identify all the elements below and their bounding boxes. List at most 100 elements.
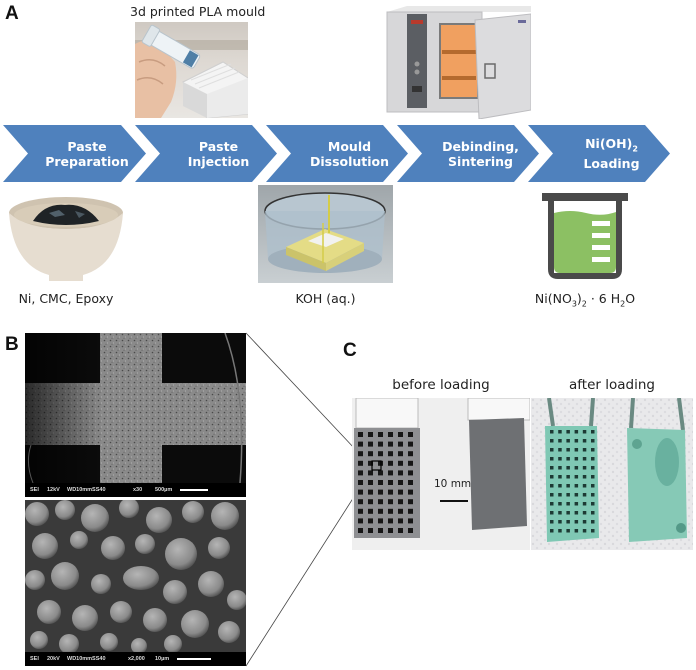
panel-label-a: A [5, 3, 19, 24]
lattice-hole [358, 470, 363, 476]
lattice-hole [566, 457, 570, 461]
step-2-line-1: Paste [198, 138, 239, 154]
lattice-hole [388, 499, 393, 505]
lattice-hole [550, 529, 554, 533]
lattice-hole [388, 432, 393, 437]
lattice-hole [388, 441, 393, 447]
lattice-hole [574, 502, 579, 506]
lattice-hole [591, 511, 595, 515]
lattice-hole [408, 489, 413, 495]
sem-working-distance: WD10mmSS40 [67, 487, 106, 493]
lattice-hole [358, 441, 363, 447]
oven-illustration [386, 6, 532, 120]
chevron-step-5 [528, 125, 670, 182]
lattice-hole [558, 475, 562, 479]
lattice-hole [558, 466, 562, 470]
sem-voltage: 20kV [47, 656, 60, 662]
panel-label-c: C [343, 340, 357, 361]
lattice-hole [550, 466, 554, 470]
lattice-hole [566, 520, 570, 524]
lattice-hole [408, 518, 413, 524]
lattice-hole [408, 470, 413, 476]
lattice-hole [582, 430, 587, 434]
lattice-hole [408, 528, 413, 533]
lattice-hole [566, 484, 570, 488]
sem-info-bar-x2000: SEI 20kV WD10mmSS40 x2,000 10µm [25, 652, 246, 666]
sem-magnification: x30 [133, 487, 143, 493]
after-loading-photo [531, 398, 693, 550]
lattice-hole [388, 451, 393, 457]
bowl-illustration [9, 197, 123, 281]
formula-part: ) [576, 291, 582, 306]
lattice-hole [550, 484, 554, 488]
lattice-hole [550, 439, 554, 443]
lattice-hole [408, 508, 413, 514]
lattice-hole [378, 518, 383, 524]
bowl-photo [5, 193, 127, 285]
lattice-hole [368, 480, 373, 485]
sem-info-bar-x30: SEI 12kV WD10mmSS40 x30 500µm [25, 483, 246, 497]
koh-bath-photo [258, 185, 393, 283]
beaker-icon [540, 189, 630, 283]
formula-sub: 2 [581, 299, 587, 309]
lattice-hole [398, 499, 403, 505]
chevron-step-4 [397, 125, 539, 182]
lattice-hole [591, 484, 595, 488]
lattice-hole [398, 528, 403, 533]
sem-cross-structure [25, 333, 246, 484]
lattice-hole [574, 493, 579, 497]
lattice-hole [358, 508, 363, 514]
lattice-hole [558, 493, 562, 497]
oven-photo [385, 2, 532, 120]
chevron-step-1 [3, 125, 146, 182]
lattice-hole [566, 511, 570, 515]
lattice-hole [378, 470, 383, 476]
lattice-hole [358, 518, 363, 524]
lattice-hole [591, 493, 595, 497]
lattice-hole [368, 528, 373, 533]
lattice-hole [558, 430, 562, 434]
lattice-hole [398, 451, 403, 457]
lattice-hole [388, 518, 393, 524]
lattice-hole [368, 518, 373, 524]
lattice-hole [566, 430, 570, 434]
panel-label-b: B [5, 334, 19, 355]
step-2-line-2: Injection [187, 153, 250, 169]
lattice-hole [368, 460, 373, 466]
lattice-hole [358, 451, 363, 457]
lattice-hole [582, 457, 587, 461]
lattice-hole [550, 502, 554, 506]
lattice-hole [566, 502, 570, 506]
lattice-hole [388, 508, 393, 514]
sem-scale-label: 500µm [155, 487, 173, 493]
step-4-line-1: Debinding, [442, 138, 519, 154]
formula-part: · 6 H [586, 291, 621, 306]
lattice-hole [566, 493, 570, 497]
lattice-hole [574, 448, 579, 452]
lattice-hole [558, 502, 562, 506]
lattice-hole [591, 457, 595, 461]
lattice-hole [388, 480, 393, 485]
lattice-hole [582, 475, 587, 479]
chevron-step-3 [266, 125, 408, 182]
lattice-hole [358, 432, 363, 437]
step-1-line-2: Preparation [45, 153, 129, 169]
lattice-hole [408, 451, 413, 457]
lattice-hole [591, 529, 595, 533]
sem-image-x2000: SEI 20kV WD10mmSS40 x2,000 10µm [25, 500, 246, 666]
lattice-hole [566, 466, 570, 470]
lattice-hole [574, 520, 579, 524]
lattice-hole [574, 439, 579, 443]
lattice-hole [558, 457, 562, 461]
lattice-hole [582, 466, 587, 470]
lattice-hole [591, 430, 595, 434]
lattice-hole [582, 439, 587, 443]
lattice-hole [558, 439, 562, 443]
sem-scale-label: 10µm [155, 656, 170, 662]
step-4-line-2: Sintering [448, 153, 513, 169]
step-label-nioh2-loading: Ni(OH)2 Loading [553, 125, 670, 182]
step-label-mould-dissolution: Mould Dissolution [291, 125, 408, 182]
lattice-hole [398, 518, 403, 524]
formula-part: Ni(NO [534, 291, 572, 306]
lattice-hole [550, 493, 554, 497]
